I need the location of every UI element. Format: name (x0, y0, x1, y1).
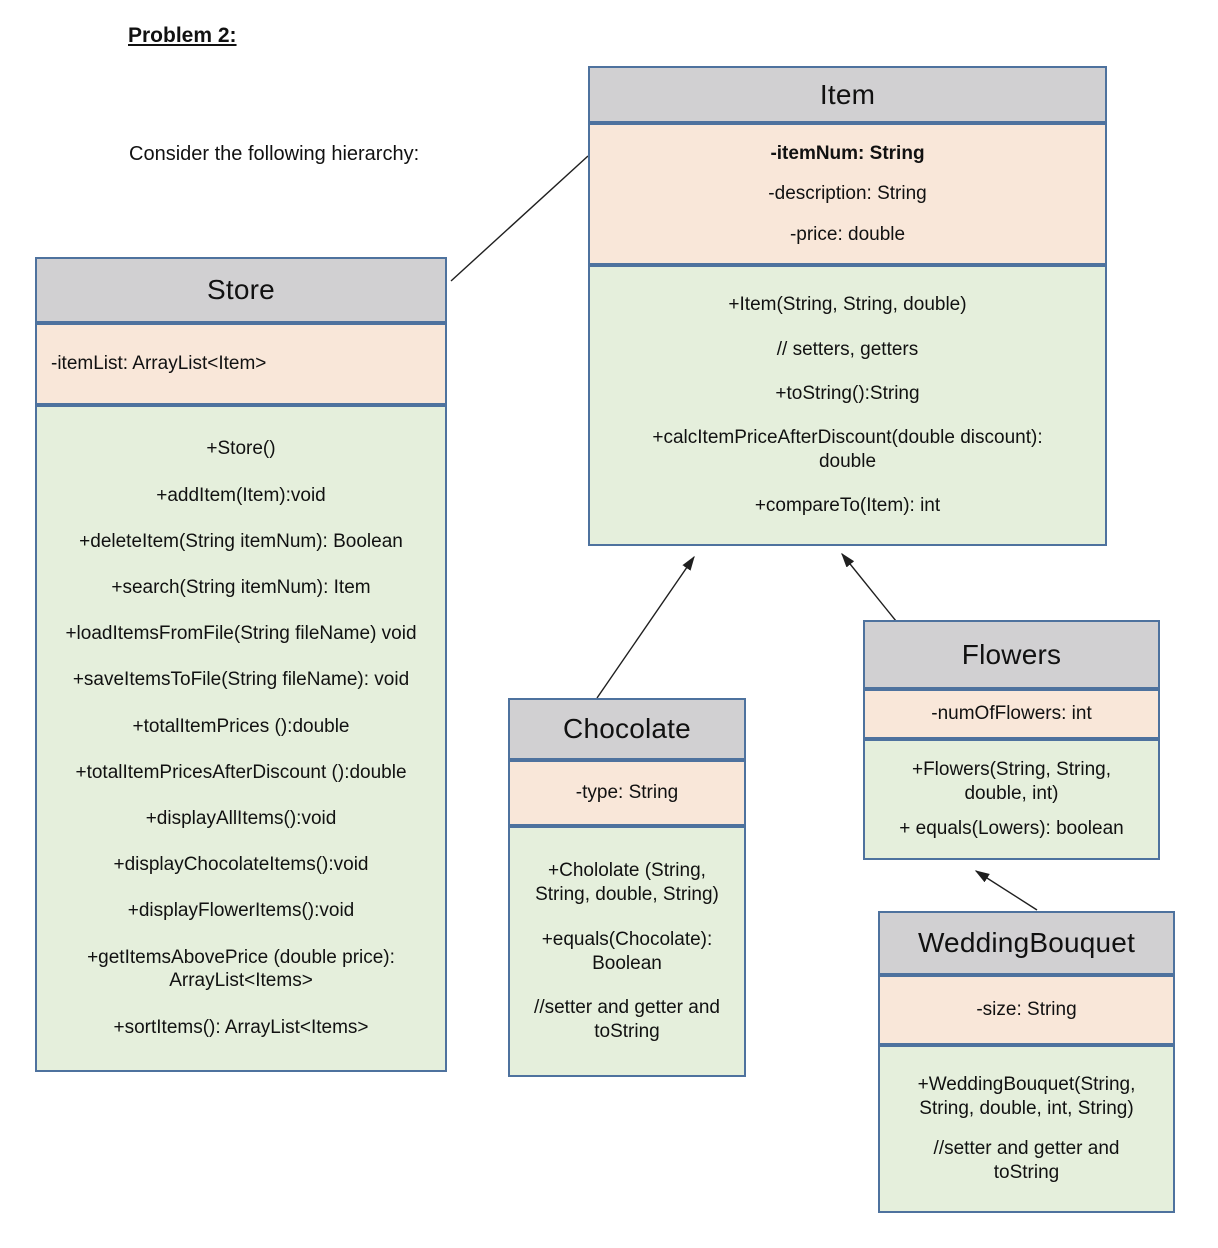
inheritance-arrow-weddingbouquet-flowers (974, 870, 1038, 911)
class-box-store: Store -itemList: ArrayList<Item> +Store(… (35, 257, 447, 1072)
method: +Item(String, String, double) (728, 294, 967, 316)
attribute: -itemList: ArrayList<Item> (51, 353, 267, 375)
class-box-item: Item -itemNum: String -description: Stri… (588, 66, 1107, 546)
method: +Chololate (String, String, double, Stri… (535, 860, 719, 905)
class-name: Chocolate (563, 713, 691, 744)
flowers-methods-section: +Flowers(String, String, double, int) + … (863, 739, 1160, 860)
inheritance-arrow-chocolate-item (596, 555, 695, 699)
class-header-store: Store (35, 257, 447, 323)
class-header-weddingbouquet: WeddingBouquet (878, 911, 1175, 975)
weddingbouquet-methods-section: +WeddingBouquet(String, String, double, … (878, 1045, 1175, 1213)
class-box-chocolate: Chocolate -type: String +Chololate (Stri… (508, 698, 746, 1077)
chocolate-methods-section: +Chololate (String, String, double, Stri… (508, 826, 746, 1077)
method: +toString():String (775, 382, 920, 404)
inheritance-arrow-flowers-item (841, 552, 897, 622)
method: +sortItems(): ArrayList<Items> (113, 1016, 369, 1038)
method: +WeddingBouquet(String, String, double, … (917, 1074, 1136, 1120)
class-header-chocolate: Chocolate (508, 698, 746, 760)
weddingbouquet-attributes-section: -size: String (878, 975, 1175, 1045)
item-methods-section: +Item(String, String, double) // setters… (588, 265, 1107, 546)
method: +loadItemsFromFile(String fileName) void (65, 623, 417, 645)
class-box-flowers: Flowers -numOfFlowers: int +Flowers(Stri… (863, 620, 1160, 860)
class-header-flowers: Flowers (863, 620, 1160, 689)
method: +totalItemPricesAfterDiscount ():double (75, 761, 407, 783)
method: +equals(Chocolate): Boolean (541, 928, 713, 974)
item-attributes-section: -itemNum: String -description: String -p… (588, 123, 1107, 265)
store-methods-section: +Store() +addItem(Item):void +deleteItem… (35, 405, 447, 1072)
attribute: -type: String (575, 782, 679, 804)
class-name: Item (819, 78, 876, 110)
method: +addItem(Item):void (156, 484, 326, 506)
method: +Flowers(String, String, double, int) (911, 759, 1112, 804)
page-title: Problem 2: (128, 24, 237, 47)
association-line-store-item (450, 155, 589, 282)
method: +getItemsAbovePrice (double price): Arra… (87, 946, 395, 992)
method: +displayChocolateItems():void (113, 854, 369, 876)
attribute: -size: String (976, 999, 1077, 1021)
class-box-weddingbouquet: WeddingBouquet -size: String +WeddingBou… (878, 911, 1175, 1213)
method: +saveItemsToFile(String fileName): void (72, 669, 410, 691)
chocolate-attributes-section: -type: String (508, 760, 746, 826)
page-subtitle: Consider the following hierarchy: (129, 143, 420, 165)
method: +displayFlowerItems():void (127, 900, 355, 922)
method: +search(String itemNum): Item (111, 577, 371, 599)
method: +deleteItem(String itemNum): Boolean (79, 530, 403, 552)
attribute: -numOfFlowers: int (931, 703, 1092, 725)
method: +Store() (206, 438, 276, 460)
method: +compareTo(Item): int (754, 494, 941, 516)
method: +displayAllItems():void (145, 808, 337, 830)
attribute: -price: double (789, 223, 906, 245)
class-name: Store (207, 274, 275, 305)
attribute: -description: String (768, 183, 927, 205)
class-name: Flowers (961, 638, 1062, 670)
method: +totalItemPrices ():double (132, 715, 350, 737)
flowers-attributes-section: -numOfFlowers: int (863, 689, 1160, 739)
class-header-item: Item (588, 66, 1107, 123)
store-attributes-section: -itemList: ArrayList<Item> (35, 323, 447, 405)
method: //setter and getter and toString (534, 997, 720, 1043)
method: + equals(Lowers): boolean (899, 818, 1124, 839)
method: //setter and getter and toString (933, 1138, 1120, 1183)
class-name: WeddingBouquet (917, 927, 1136, 958)
method: // setters, getters (776, 338, 919, 360)
method: +calcItemPriceAfterDiscount(double disco… (652, 426, 1043, 472)
attribute: -itemNum: String (770, 142, 925, 164)
